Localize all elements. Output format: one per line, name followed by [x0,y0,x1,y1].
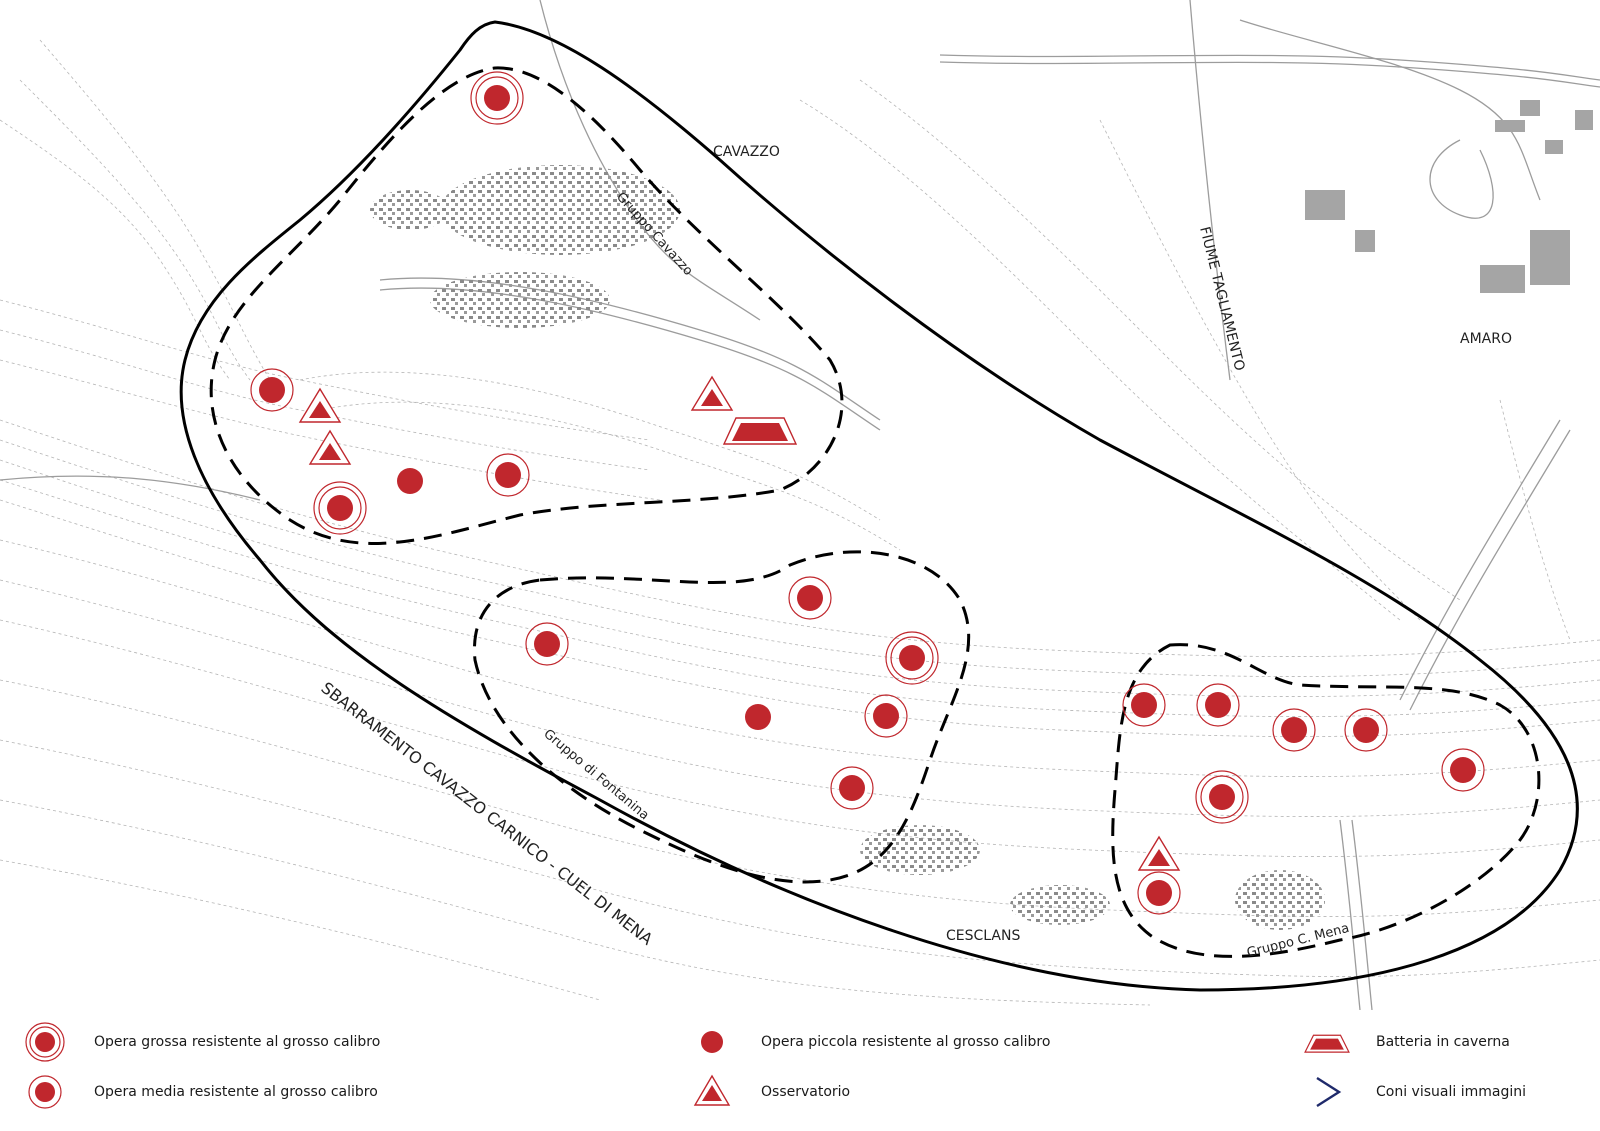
legend-item-batteria: Batteria in caverna [1300,1022,1510,1062]
batteria-symbol [722,417,798,445]
opera-media-symbol [1272,708,1316,752]
legend-item-coni-visuali: Coni visuali immagini [1300,1072,1526,1112]
double-ring-dot-icon [18,1022,72,1062]
gruppo-mena-boundary [1111,643,1541,958]
opera-grossa-symbol [1195,770,1249,824]
dot-icon [685,1022,739,1062]
roads [0,0,1600,1010]
opera-piccola-symbol [397,468,423,494]
opera-media-symbol [525,622,569,666]
opera-grossa-symbol [885,631,939,685]
trapezoid-icon [1300,1022,1354,1062]
place-label-amaro: AMARO [1460,331,1512,347]
legend-label: Opera media resistente al grosso calibro [94,1084,378,1100]
legend-label: Opera grossa resistente al grosso calibr… [94,1034,381,1050]
legend-label: Batteria in caverna [1376,1034,1510,1050]
opera-grossa-symbol [313,481,367,535]
osservatorio-symbol [1137,835,1181,871]
osservatorio-symbol [298,387,342,423]
gruppo-cavazzo-boundary [209,66,844,545]
triangle-icon [685,1072,739,1112]
legend-item-opera-grossa: Opera grossa resistente al grosso calibr… [18,1022,380,1062]
group-boundaries [209,66,1541,958]
legend-label: Coni visuali immagini [1376,1084,1526,1100]
place-label-fiume-tagliamento: FIUME TAGLIAMENTO [1196,225,1247,372]
legend-item-osservatorio: Osservatorio [685,1072,850,1112]
opera-media-symbol [1196,683,1240,727]
opera-media-symbol [830,766,874,810]
legend: Opera grossa resistente al grosso calibr… [0,1010,1600,1131]
place-label-cesclans: CESCLANS [946,928,1020,944]
map: CAVAZZO AMARO CESCLANS FIUME TAGLIAMENTO… [0,0,1600,1010]
osservatorio-symbol [690,375,734,411]
opera-media-symbol [864,694,908,738]
fortification-symbols [250,71,1485,915]
opera-media-symbol [1441,748,1485,792]
opera-piccola-symbol [745,704,771,730]
gruppo-fontanina-boundary [472,550,971,884]
ring-dot-icon [18,1072,72,1112]
opera-media-symbol [1137,871,1181,915]
place-label-sbarramento: SBARRAMENTO CAVAZZO CARNICO - CUEL DI ME… [318,678,657,949]
chevron-icon [1300,1072,1354,1112]
place-label-cavazzo: CAVAZZO [713,144,780,160]
group-label-fontanina: Gruppo di Fontanina [540,727,651,824]
legend-item-opera-piccola: Opera piccola resistente al grosso calib… [685,1022,1050,1062]
sbarramento-boundary [179,20,1579,992]
legend-label: Osservatorio [761,1084,851,1100]
village-buildings [370,100,1593,930]
legend-item-opera-media: Opera media resistente al grosso calibro [18,1072,378,1112]
opera-media-symbol [1122,683,1166,727]
legend-label: Opera piccola resistente al grosso calib… [761,1034,1051,1050]
opera-media-symbol [486,453,530,497]
opera-media-symbol [250,368,294,412]
osservatorio-symbol [308,429,352,465]
contour-lines [0,39,1600,1006]
opera-grossa-symbol [470,71,524,125]
opera-media-symbol [788,576,832,620]
opera-media-symbol [1344,708,1388,752]
